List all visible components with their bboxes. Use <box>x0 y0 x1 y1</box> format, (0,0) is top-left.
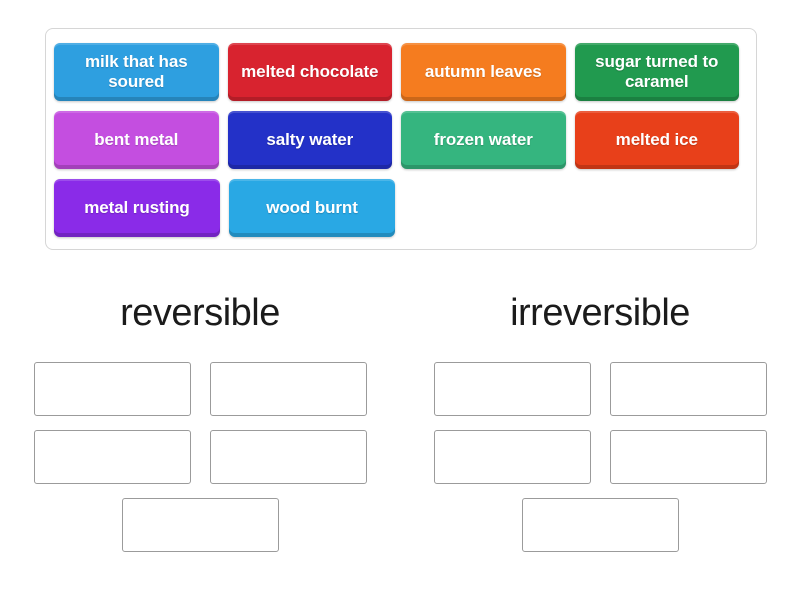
dropzone-column-irreversible <box>400 362 800 552</box>
word-tile[interactable]: sugar turned to caramel <box>574 43 739 101</box>
tile-row: bent metal salty water frozen water melt… <box>54 106 748 174</box>
tile-tray-rows: milk that has soured melted chocolate au… <box>54 38 748 242</box>
dropzone[interactable] <box>521 498 679 552</box>
word-tile[interactable]: melted ice <box>574 111 739 169</box>
dropzone[interactable] <box>609 362 767 416</box>
dropzone[interactable] <box>609 430 767 484</box>
word-tile-label: salty water <box>266 129 354 149</box>
tile-row: metal rusting wood burnt <box>54 174 748 242</box>
dropzone-columns <box>0 362 800 552</box>
word-tile-label: melted chocolate <box>241 61 379 81</box>
tile-row: milk that has soured melted chocolate au… <box>54 38 748 106</box>
dropzone[interactable] <box>433 430 591 484</box>
dropzone-column-reversible <box>0 362 400 552</box>
dropzone[interactable] <box>33 362 191 416</box>
word-tile-label: melted ice <box>615 129 698 149</box>
word-tile-label: bent metal <box>94 129 179 149</box>
dropzone[interactable] <box>209 362 367 416</box>
word-tile[interactable]: melted chocolate <box>227 43 392 101</box>
word-tile-label: milk that has soured <box>84 51 188 91</box>
dropzone[interactable] <box>433 362 591 416</box>
dropzone[interactable] <box>33 430 191 484</box>
word-tile[interactable]: metal rusting <box>54 179 220 237</box>
tile-tray: milk that has soured melted chocolate au… <box>45 28 757 250</box>
word-tile[interactable]: bent metal <box>54 111 219 169</box>
dropzone[interactable] <box>209 430 367 484</box>
word-tile-label: sugar turned to caramel <box>595 51 719 91</box>
word-tile[interactable]: frozen water <box>401 111 566 169</box>
category-headings: reversible irreversible <box>0 292 800 335</box>
word-tile-label: metal rusting <box>84 197 190 217</box>
dropzone[interactable] <box>121 498 279 552</box>
word-tile-label: wood burnt <box>266 197 358 217</box>
word-tile[interactable]: wood burnt <box>229 179 395 237</box>
word-tile[interactable]: milk that has soured <box>54 43 219 101</box>
category-heading-irreversible: irreversible <box>510 292 690 334</box>
category-heading-reversible: reversible <box>120 292 280 334</box>
word-tile[interactable]: autumn leaves <box>401 43 566 101</box>
word-tile-label: frozen water <box>433 129 533 149</box>
word-tile-label: autumn leaves <box>424 61 542 81</box>
word-tile[interactable]: salty water <box>227 111 392 169</box>
